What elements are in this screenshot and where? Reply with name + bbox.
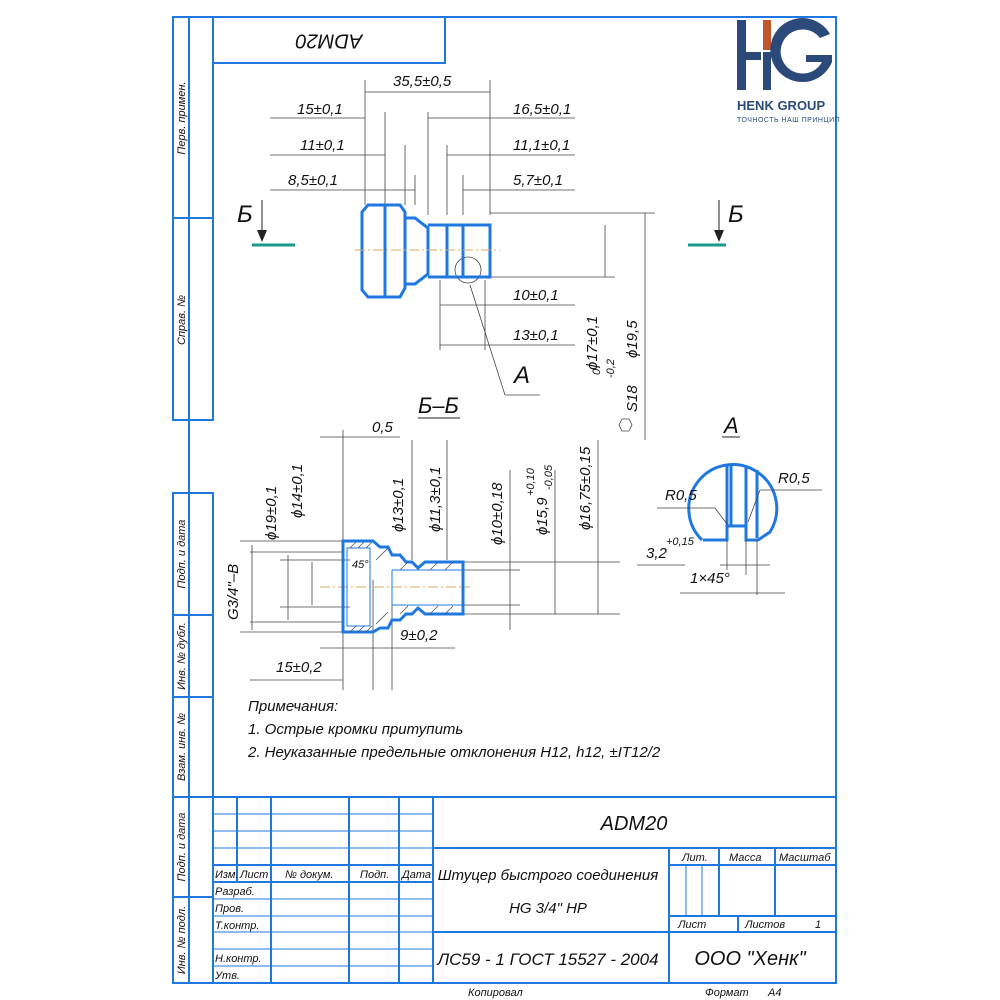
logo-company: HENK GROUP [737, 98, 825, 113]
notes-heading: Примечания: [248, 698, 338, 715]
dim-groove1: 10±0,1 [513, 287, 559, 304]
dim-angle: 45° [352, 559, 369, 571]
role-label: Т.контр. [215, 920, 259, 932]
top-code-text: ADM20 [296, 30, 364, 52]
title-block: Изм. Лист № докум. Подп. Дата Разраб. Пр… [212, 796, 837, 984]
detail-width: 3,2 [646, 545, 668, 562]
margin-label: Взам. инв. № [176, 713, 188, 781]
role-label: Н.контр. [215, 953, 262, 965]
margin-label: Инв. № дубл. [176, 622, 188, 690]
dim-hex: S18 [624, 385, 641, 412]
section-mark-right [688, 200, 726, 247]
detail-ref-label: A [512, 362, 530, 389]
margin-upper [172, 16, 214, 421]
header-doc: № докум. [285, 869, 333, 881]
format-label: Формат [705, 987, 749, 999]
margin-label: Инв. № подл. [176, 906, 188, 974]
detail-width-tol: +0,15 [666, 536, 695, 548]
section-mark-left [252, 200, 295, 247]
designation: ADM20 [600, 813, 668, 835]
organization: ООО "Хенк" [694, 948, 806, 970]
part-name-line2: HG 3/4" HP [509, 900, 587, 917]
role-label: Разраб. [215, 886, 255, 898]
detail-view: A R0,5 R0,5 3,2 +0,15 1×45° [637, 413, 822, 595]
dim-right3: 5,7±0,1 [513, 172, 563, 189]
drawing-frame [188, 16, 837, 984]
dim-d1675: ϕ16,75±0,15 [577, 446, 594, 530]
header-izm: Изм. [215, 869, 238, 881]
section-mark-label: Б [237, 201, 253, 228]
dim-d113: ϕ11,3±0,1 [427, 466, 444, 532]
note-item: 2. Неуказанные предельные отклонения H12… [247, 744, 661, 761]
dim-len9: 9±0,2 [400, 627, 438, 644]
mass-label: Масса [729, 852, 762, 864]
dim-dia17: ϕ17±0,1 [584, 316, 601, 370]
section-title: Б–Б [418, 393, 459, 418]
part-name-line1: Штуцер быстрого соединения [438, 867, 658, 884]
detail-chamfer: 1×45° [690, 570, 730, 587]
hexagon-icon [618, 418, 633, 432]
sheet-label: Лист [677, 919, 706, 931]
dim-overall: 35,5±0,5 [393, 73, 452, 90]
dim-d19: ϕ19±0,1 [263, 486, 280, 540]
margin-lower [172, 492, 214, 984]
dim-left2: 11±0,1 [300, 137, 345, 154]
dim-thread: G3/4"–B [225, 564, 242, 620]
header-sign: Подп. [360, 869, 389, 881]
dim-right2: 11,1±0,1 [513, 137, 570, 154]
dim-hex-lower: -0,2 [605, 359, 617, 378]
copied-label: Копировал [468, 987, 523, 999]
margin-label: Перв. примен. [176, 81, 188, 154]
dim-d159: ϕ15,9 [534, 497, 551, 535]
material: ЛС59 - 1 ГОСТ 15527 - 2004 [436, 950, 658, 969]
dim-right1: 16,5±0,1 [513, 101, 571, 118]
scale-label: Масштаб [779, 852, 831, 864]
dim-d10: ϕ10±0,18 [489, 482, 506, 545]
dim-groove2: 13±0,1 [513, 327, 559, 344]
header-date: Дата [400, 869, 431, 881]
dim-left1: 15±0,1 [297, 101, 343, 118]
dim-d159-lower: -0,05 [543, 464, 555, 490]
lit-label: Лит. [681, 852, 708, 864]
detail-radius-left: R0,5 [665, 487, 697, 504]
detail-radius-right: R0,5 [778, 470, 810, 487]
role-label: Пров. [215, 903, 244, 915]
role-label: Утв. [214, 970, 240, 982]
dim-chamfer: 0,5 [372, 419, 394, 436]
detail-title: A [722, 413, 739, 438]
section-mark-label: Б [728, 201, 744, 228]
sheets-value: 1 [815, 919, 821, 931]
format-value: A4 [767, 987, 781, 999]
dim-d14: ϕ14±0,1 [289, 464, 306, 518]
dim-len15: 15±0,2 [276, 659, 322, 676]
main-view: Б Б 35,5±0,5 15±0,1 11±0,1 8,5±0,1 16,5±… [237, 73, 744, 440]
sheets-label: Листов [744, 919, 785, 931]
henk-group-logo: HENK GROUP ТОЧНОСТЬ НАШ ПРИНЦИП [737, 18, 840, 124]
margin-label: Справ. № [176, 295, 188, 345]
dim-d13: ϕ13±0,1 [390, 478, 407, 532]
dim-hex-upper: 0 [591, 368, 603, 375]
section-view: Б–Б 0,5 G3/4"–B [225, 393, 620, 690]
header-list: Лист [239, 869, 268, 881]
dim-left3: 8,5±0,1 [288, 172, 338, 189]
margin-label: Подп. и дата [176, 813, 188, 882]
dim-dia195: ϕ19,5 [624, 320, 641, 358]
dim-d159-upper: +0,10 [525, 467, 537, 496]
note-item: 1. Острые кромки притупить [248, 721, 463, 738]
margin-label: Подп. и дата [176, 520, 188, 589]
logo-slogan: ТОЧНОСТЬ НАШ ПРИНЦИП [737, 117, 840, 124]
top-code-box [212, 16, 446, 64]
